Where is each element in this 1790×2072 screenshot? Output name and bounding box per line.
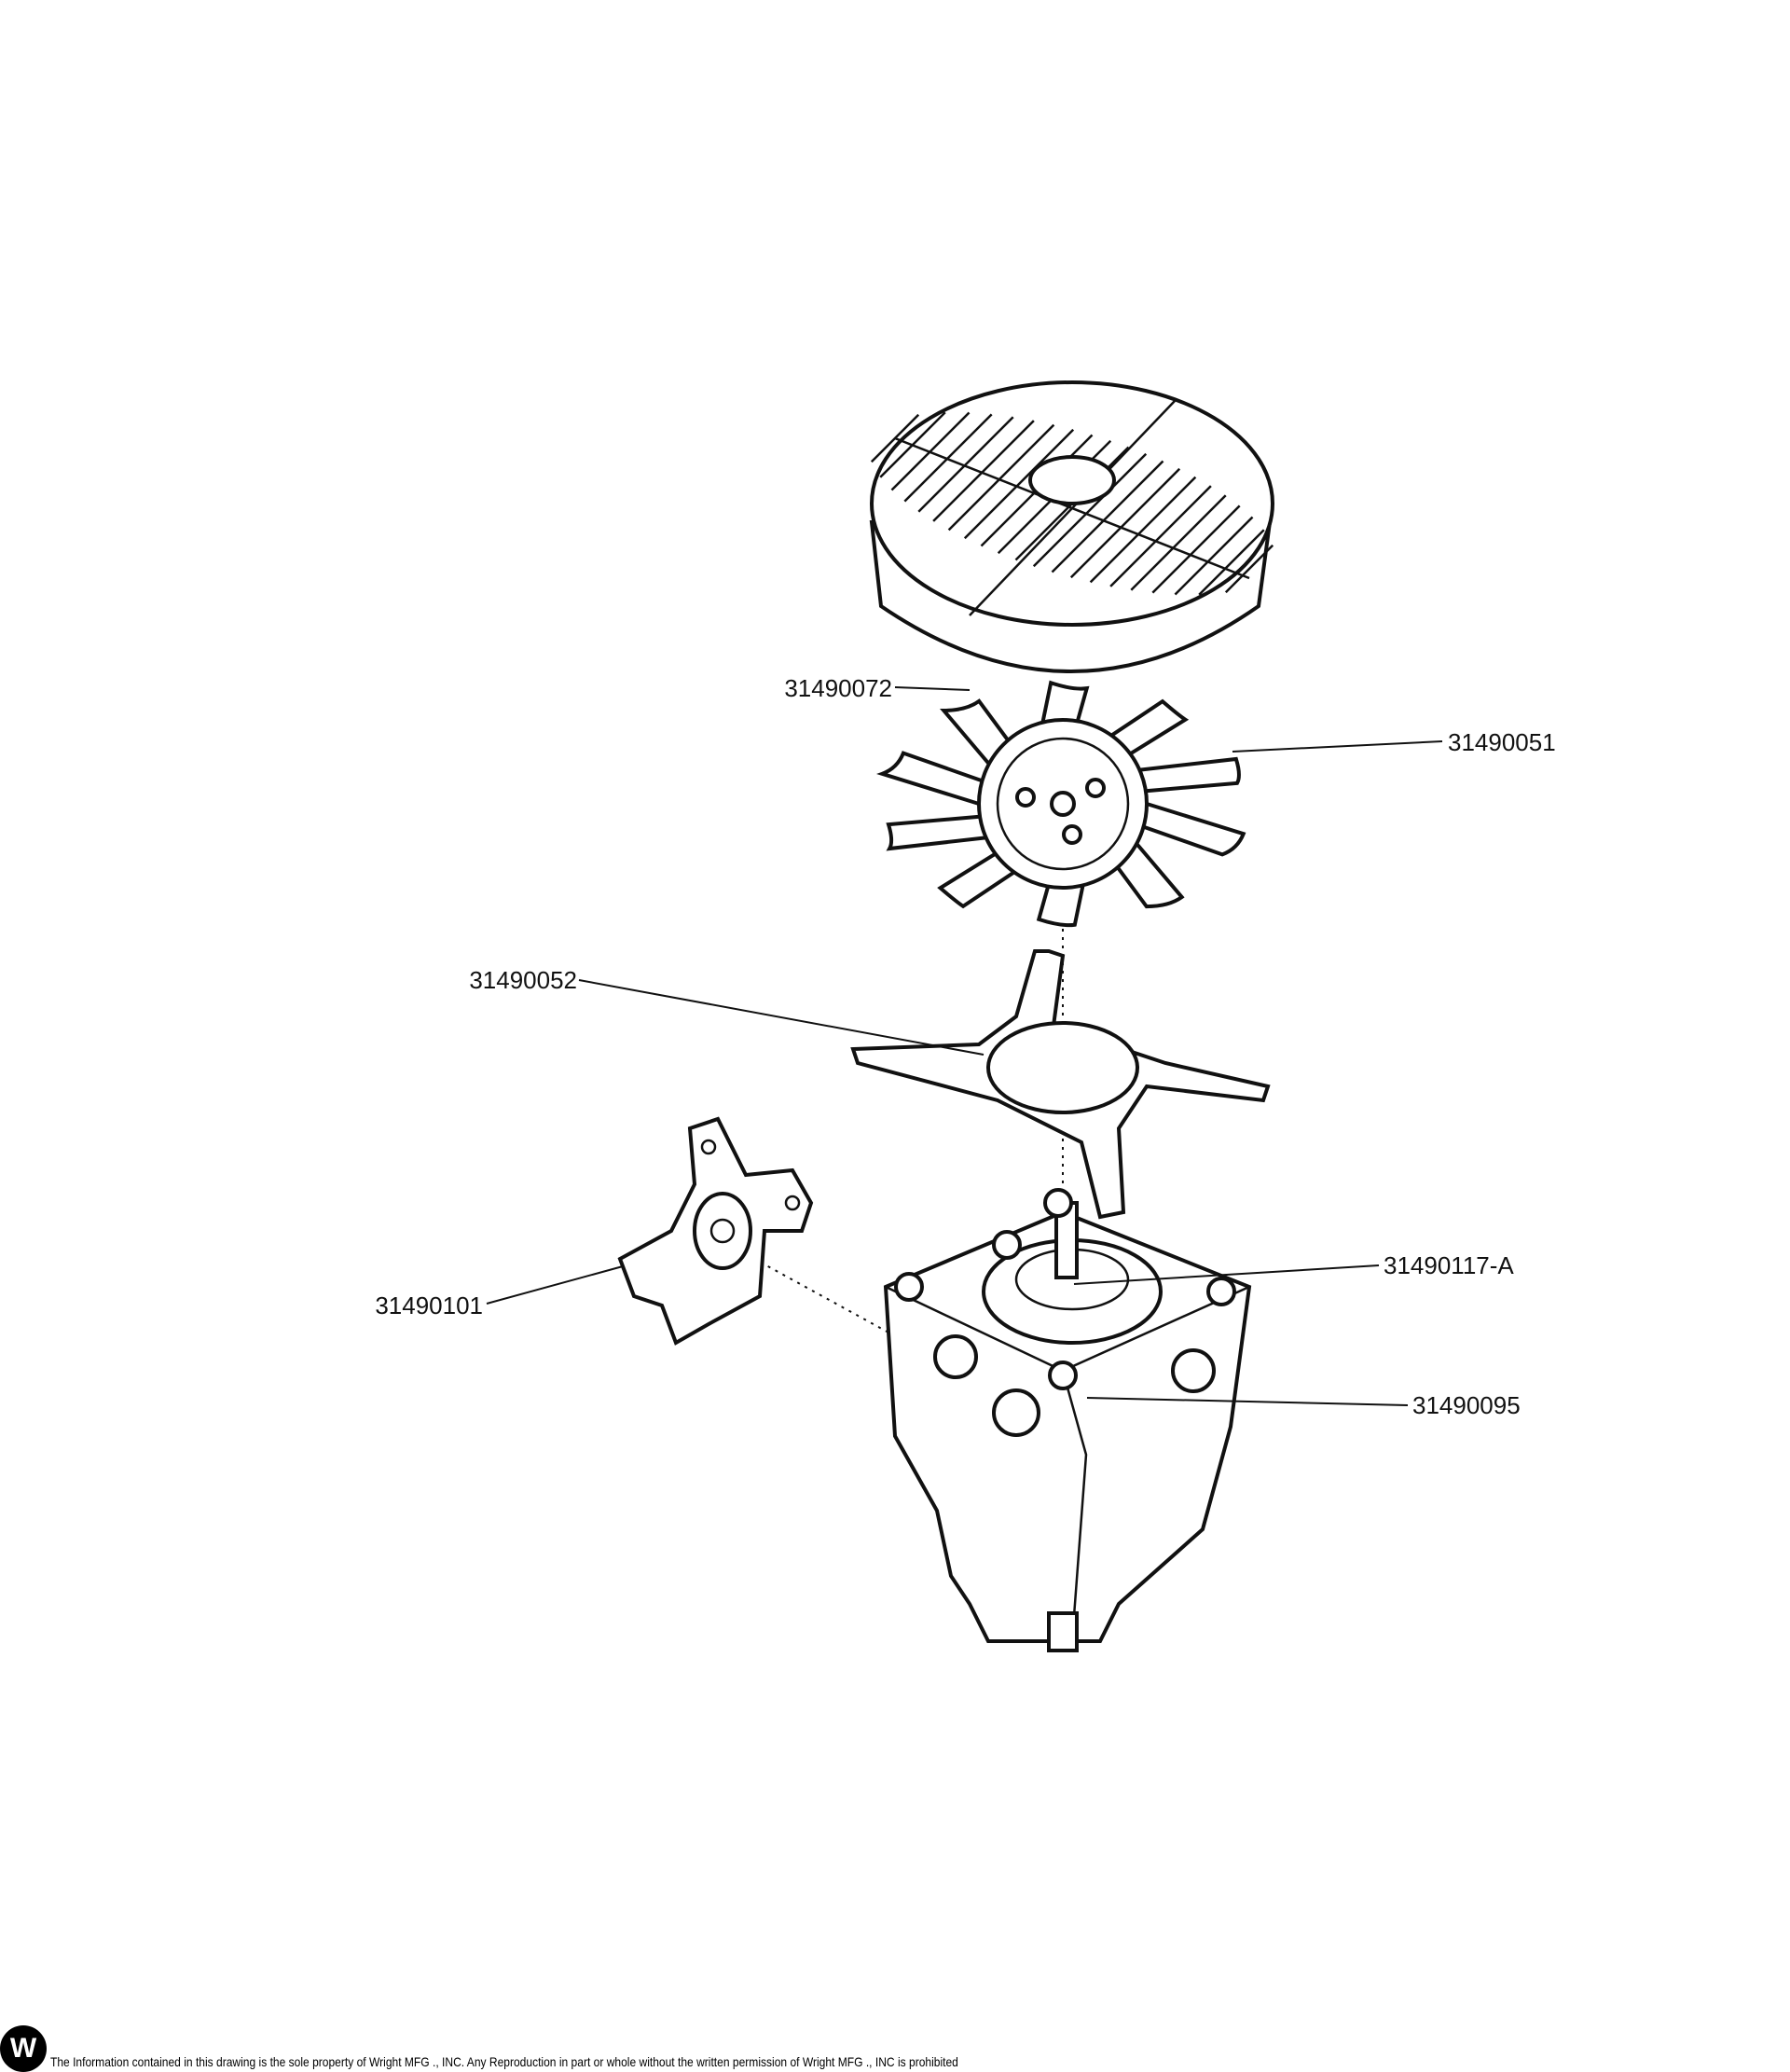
leader-31490101: [486, 1265, 624, 1305]
wright-logo: W: [0, 2025, 47, 2072]
control-bracket-part: [617, 1116, 814, 1346]
callout-31490117-A: 31490117-A: [1384, 1251, 1514, 1279]
fan-blade: [886, 814, 998, 851]
bracket-axis: [745, 1253, 891, 1334]
fan-shroud-part: [869, 380, 1274, 673]
leader-31490117-A: [1073, 1264, 1380, 1285]
leader-31490052: [578, 979, 984, 1056]
callout-31490072: 31490072: [784, 674, 892, 702]
fan-blade: [1127, 756, 1241, 794]
callout-31490052: 31490052: [469, 966, 577, 994]
callout-31490095: 31490095: [1412, 1391, 1521, 1419]
leader-31490095: [1086, 1397, 1409, 1406]
fan-blade: [876, 751, 988, 807]
gasket-part: [850, 949, 1271, 1220]
fan-blade: [1137, 801, 1246, 857]
cooling-fan-part: [876, 680, 1246, 928]
leader-31490051: [1232, 740, 1443, 753]
callout-31490101: 31490101: [375, 1292, 483, 1319]
leader-31490072: [894, 686, 971, 691]
copyright-notice: The Information contained in this drawin…: [50, 2054, 958, 2069]
callout-31490051: 31490051: [1448, 728, 1556, 756]
hydraulic-pump-part: [883, 1188, 1252, 1652]
